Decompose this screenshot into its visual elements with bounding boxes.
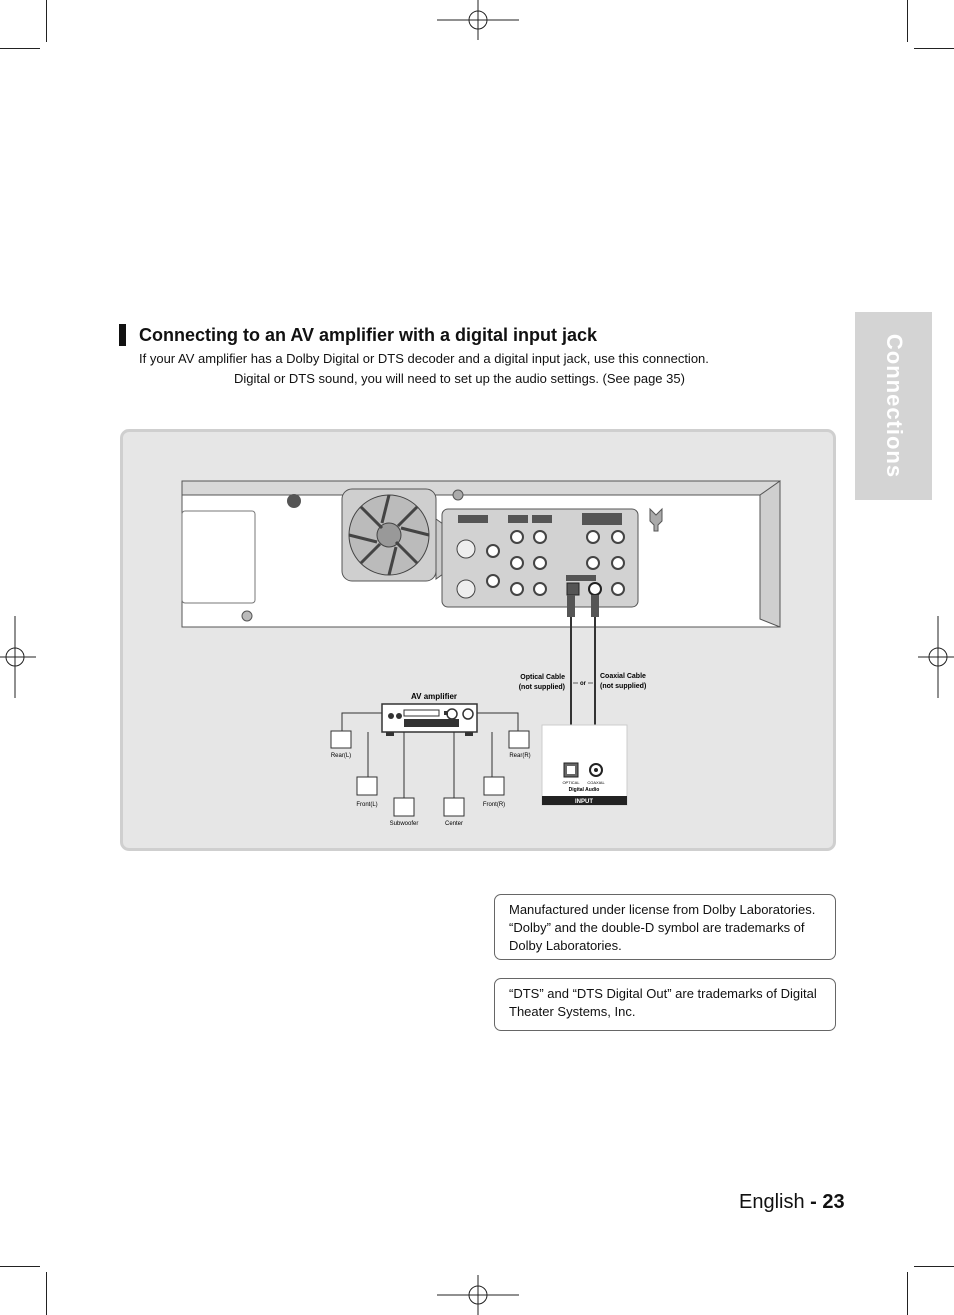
registration-mark-top [437,0,519,40]
title-marker [119,324,126,346]
optical-cable-note: (not supplied) [519,684,565,691]
dts-trademark-note: “DTS” and “DTS Digital Out” are trademar… [494,978,836,1031]
section-title: Connecting to an AV amplifier with a dig… [139,325,598,345]
crop-mark [0,1266,40,1267]
av-amplifier [381,703,478,736]
speaker-center-label: Center [445,821,463,827]
crop-mark [914,1266,954,1267]
coaxial-cable-note: (not supplied) [600,683,646,690]
input-coaxial-label: COAXIAL [587,780,605,785]
or-label: or [580,681,587,687]
speaker-subwoofer-label: Subwoofer [390,821,419,827]
page-footer: English - 23 [739,1191,845,1214]
optical-cable-label: Optical Cable [520,674,565,681]
av-amplifier-label: AV amplifier [411,692,457,701]
crop-mark [907,0,908,42]
speaker-wires [341,712,519,798]
crop-mark [0,48,40,49]
input-label: INPUT [575,799,593,805]
speaker-rear-left-label: Rear(L) [331,753,351,759]
intro-line-1: If your AV amplifier has a Dolby Digital… [139,351,709,366]
cooling-fan [341,488,451,582]
crop-mark [46,1272,47,1315]
rear-jack-panel [441,507,663,608]
registration-mark-right [918,616,954,698]
amplifier-input-panel [541,724,628,806]
crop-mark [46,0,47,42]
input-optical-label: OPTICAL [562,780,580,785]
intro-line-2: Digital or DTS sound, you will need to s… [234,371,685,386]
crop-mark [907,1272,908,1315]
connection-diagram: Optical Cable (not supplied) or Coaxial … [181,480,781,827]
speaker-rear-right-label: Rear(R) [509,753,530,759]
footer-language: English [739,1191,805,1213]
registration-mark-bottom [437,1275,519,1315]
registration-mark-left [0,616,36,698]
digital-audio-label: Digital Audio [569,787,600,793]
speaker-front-right-label: Front(R) [483,802,505,808]
dolby-trademark-note: Manufactured under license from Dolby La… [494,894,836,960]
section-side-tab: Connections [855,312,932,500]
speaker-front-left-label: Front(L) [356,802,377,808]
crop-mark [914,48,954,49]
speaker-boxes [330,730,530,817]
coaxial-cable-label: Coaxial Cable [600,673,646,680]
side-tab-label: Connections [881,333,907,479]
page-number: - 23 [810,1191,845,1213]
